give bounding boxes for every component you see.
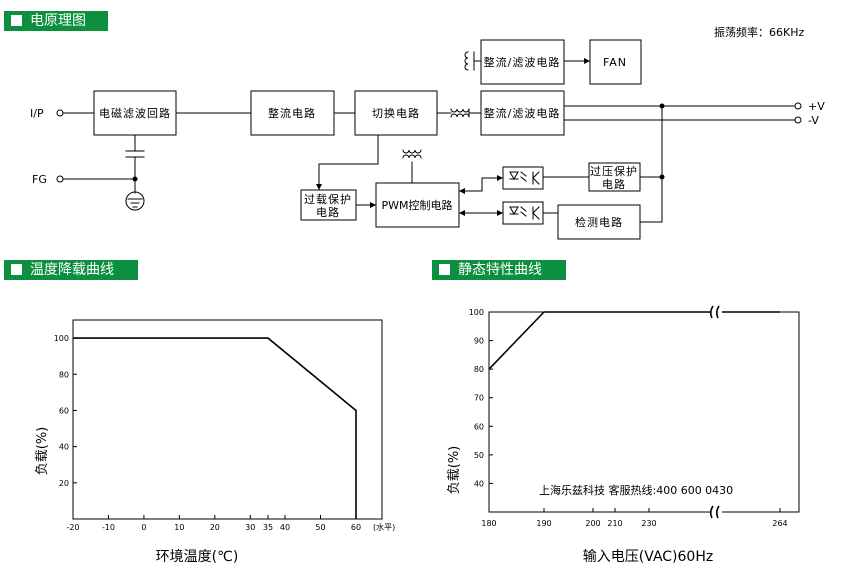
x-tick-label: 50 [315,523,325,532]
x-axis-label: 输入电压(VAC)60Hz [583,549,713,565]
derating-curve [73,337,357,519]
x-tick-label: -10 [102,523,115,532]
y-axis-label: 负载(%) [447,446,462,495]
y-tick-label: 70 [474,394,484,403]
input-terminal-label: I/P [30,107,44,120]
rect-filter-main-label: 整流/滤波电路 [484,106,561,120]
static-section-title: 静态特性曲线 [458,262,542,278]
x-tick-label: 200 [585,519,600,528]
x-tick-label: 210 [607,519,622,528]
schematic-section-title: 电原理图 [30,13,86,29]
derating-section-title: 温度降载曲线 [30,262,114,278]
x-tick-label: 264 [772,519,787,528]
y-tick-label: 60 [474,422,484,431]
y-tick-label: 40 [59,443,69,452]
arrow-fan [584,58,590,64]
static-curve [488,311,780,370]
rectifier-label: 整流电路 [268,106,316,120]
feedback-transformer-icon [402,149,422,159]
y-tick-label: 80 [59,370,69,379]
static-section-banner: 静态特性曲线 [432,260,566,280]
overload-label-line2: 电路 [316,206,340,219]
vminus-label: -V [808,114,819,127]
rectifier-block [250,90,335,136]
ovp-label-line2: 电路 [602,178,626,191]
plot-frame [72,319,383,520]
overload-label-line1: 过载保护 [304,192,352,206]
x-axis-label: 环境温度(℃) [156,549,239,565]
x-tick-label: 190 [536,519,551,528]
ground-icon [125,191,145,211]
derating-section-banner: 温度降载曲线 [4,260,138,280]
y-tick-label: 80 [474,365,484,374]
y-tick-label: 100 [54,334,69,343]
x-tick-label: 40 [280,523,290,532]
rect-filter-top-label: 整流/滤波电路 [484,55,561,69]
y-tick-label: 20 [59,479,69,488]
vminus-terminal [794,116,802,124]
y-tick-label: 50 [474,451,484,460]
schematic-section-banner: 电原理图 [4,11,108,31]
x-tick-label: -20 [66,523,79,532]
fan-label: FAN [603,56,627,69]
ovp-block [588,162,641,192]
rect-filter-top-block [480,39,565,85]
ovp-label-line1: 过压保护 [590,164,638,178]
switch-block [354,90,438,136]
pwm-label: PWM控制电路 [381,198,452,212]
curve-break-icon [709,305,720,319]
fg-terminal-label: FG [32,173,47,186]
schematic-diagram: 电磁滤波回路 整流电路 切换电路 整流/滤波电路 FAN 整流/滤波电路 过载保… [30,25,825,240]
x-tick-label: 20 [210,523,220,532]
banner-square-icon [11,15,22,26]
oscillation-frequency: 振荡频率：66KHz [714,25,804,39]
fan-block [589,39,642,85]
watermark-text: 上海乐兹科技 客服热线:400 600 0430 [539,483,733,497]
x-unit-note: (水平) [373,522,395,532]
banner-square-icon [11,264,22,275]
banner-square-icon [439,264,450,275]
y-tick-label: 90 [474,337,484,346]
axis-break-icon [709,505,720,519]
detect-label: 检测电路 [575,215,623,229]
detect-block [557,204,641,240]
vplus-label: +V [808,100,825,113]
pwm-control-block [375,182,460,228]
x-tick-label: 35 [263,523,273,532]
rect-filter-main-block [480,90,565,136]
vplus-terminal [794,102,802,110]
plot-frame [488,311,800,513]
y-tick-label: 60 [59,406,69,415]
x-tick-label: 30 [245,523,255,532]
emi-filter-label: 电磁滤波回路 [99,107,171,120]
x-tick-label: 0 [141,523,146,532]
switch-label: 切换电路 [372,106,420,120]
x-tick-label: 180 [481,519,496,528]
y-tick-label: 40 [474,479,484,488]
y-tick-label: 100 [469,308,484,317]
x-tick-label: 10 [174,523,184,532]
x-tick-label: 230 [641,519,656,528]
x-tick-label: 60 [351,523,361,532]
y-axis-label: 负载(%) [35,427,50,476]
emi-filter-block [93,90,177,136]
overload-protect-block [300,189,357,221]
